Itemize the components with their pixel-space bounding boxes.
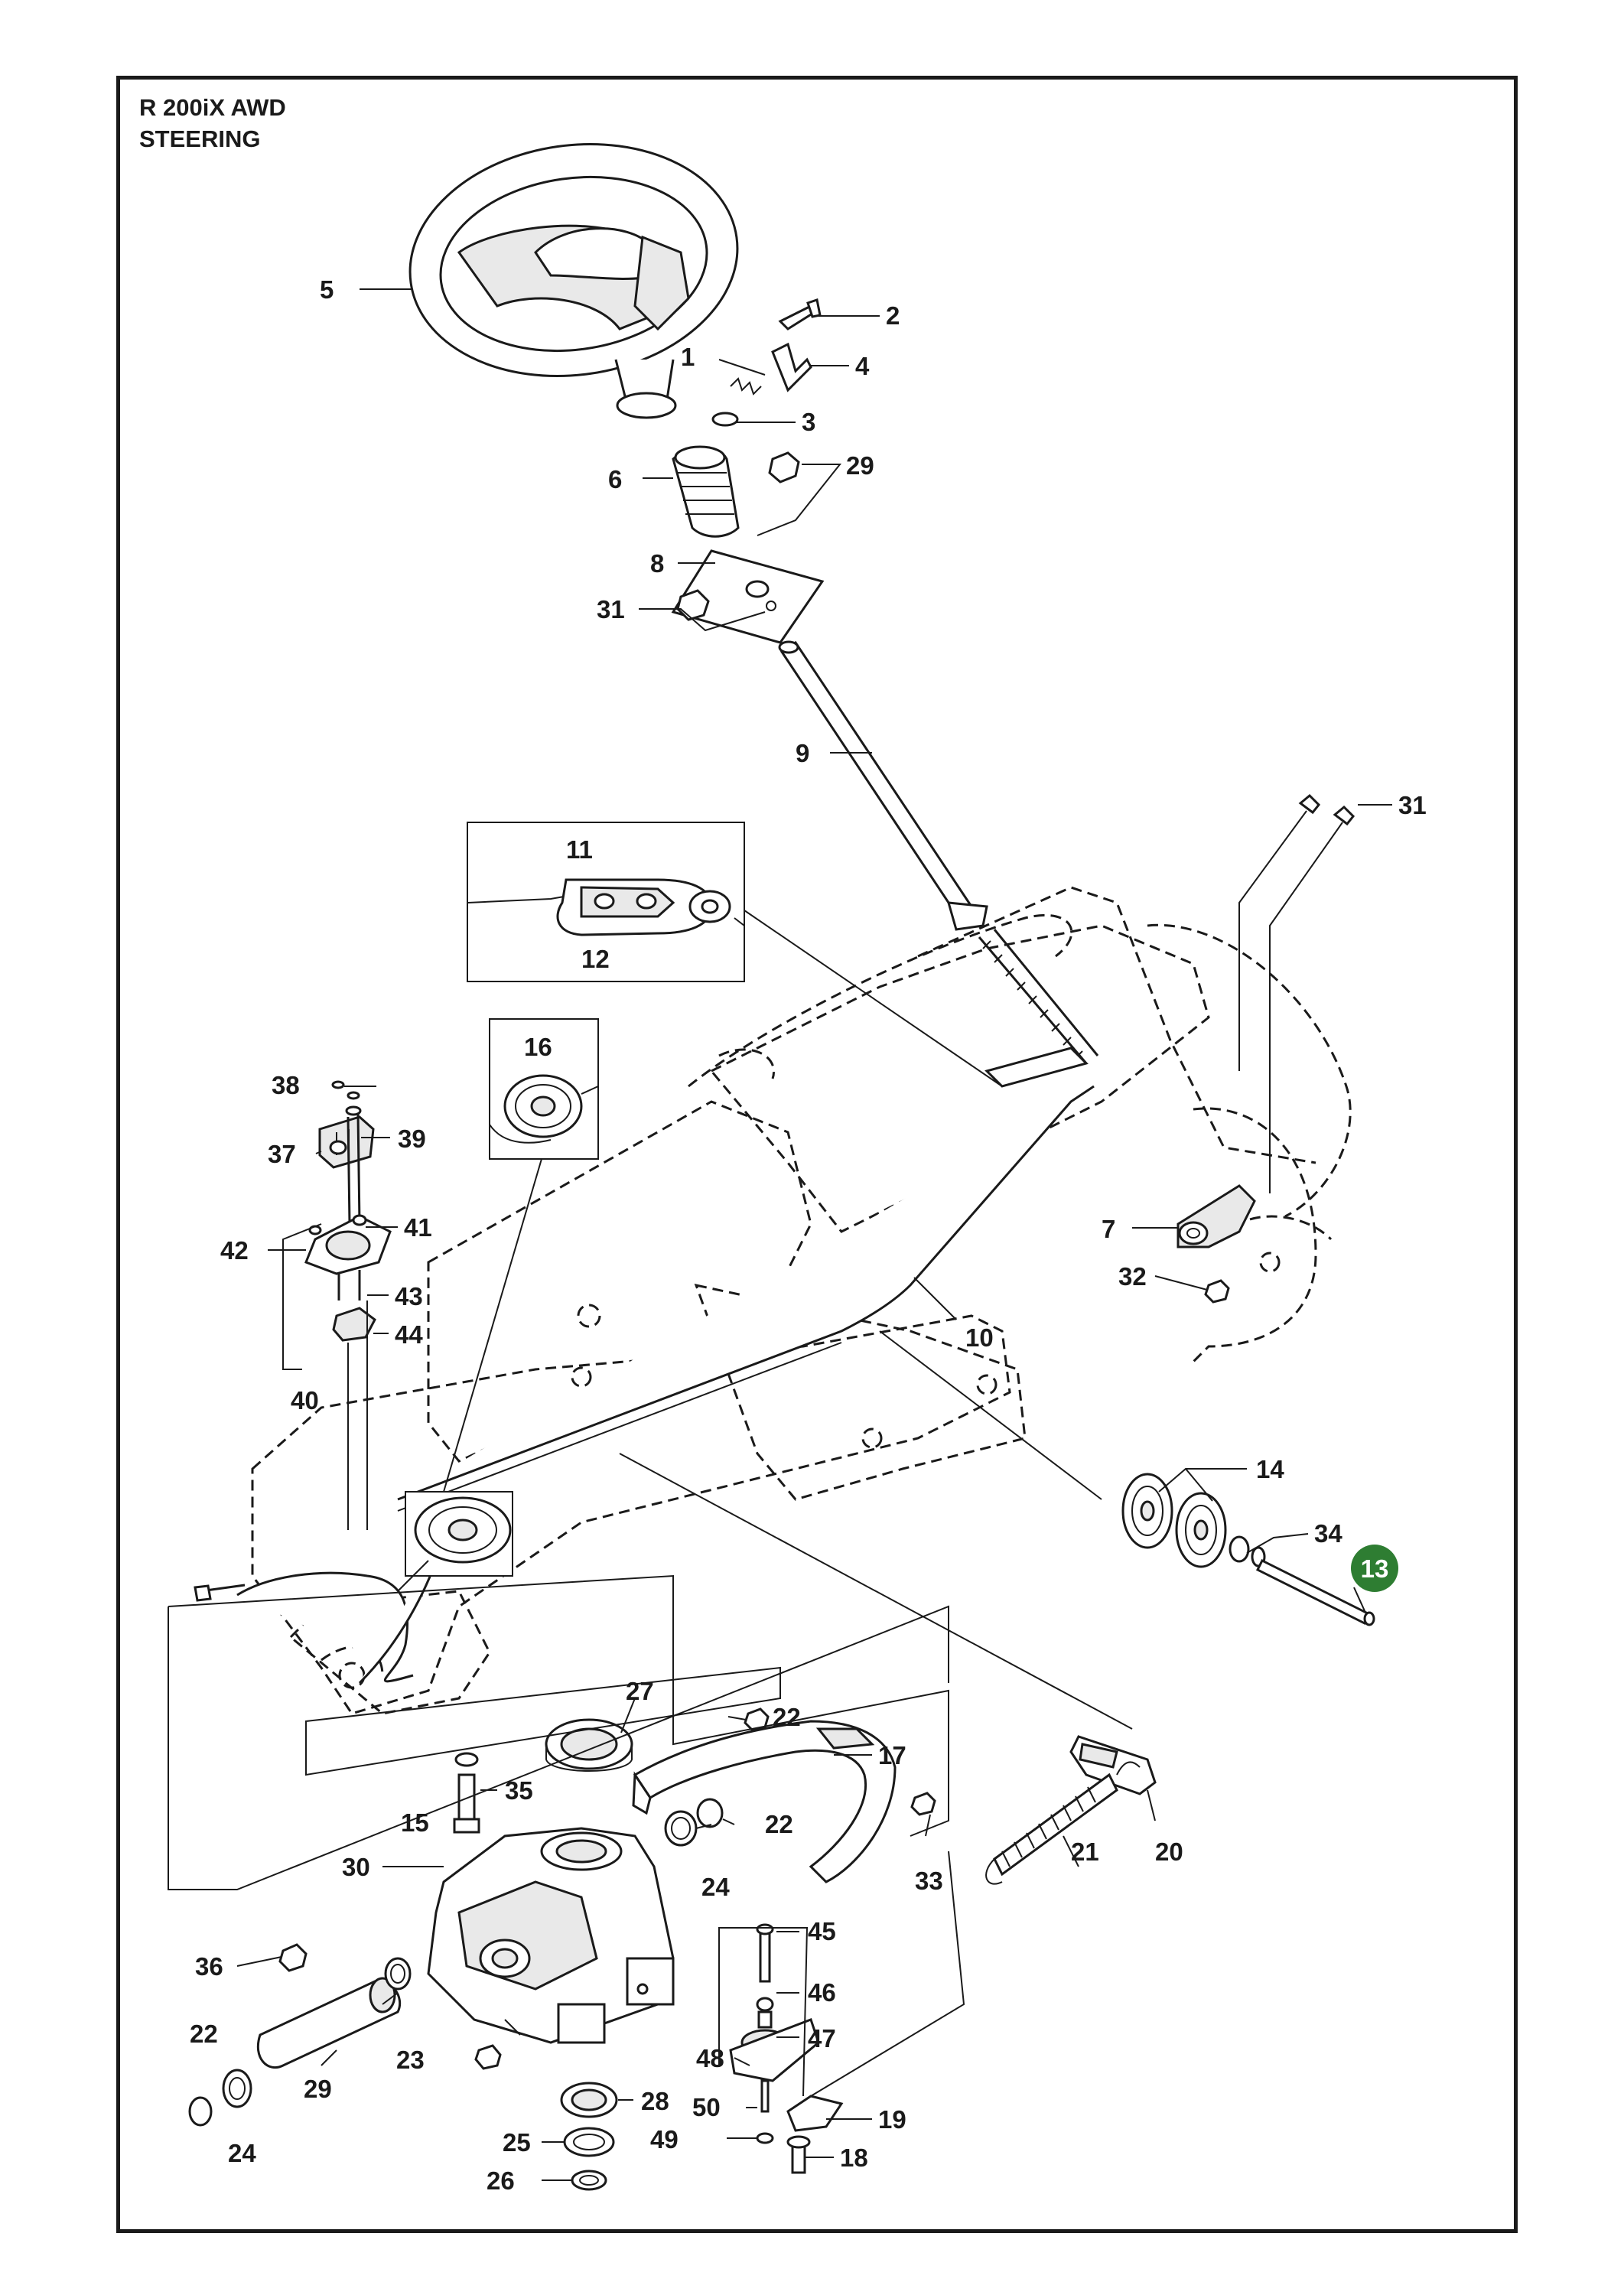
callout-5: 5 — [320, 275, 334, 304]
callout-15: 15 — [401, 1808, 429, 1837]
callout-33: 33 — [915, 1867, 943, 1895]
callout-29-lower: 29 — [304, 2075, 332, 2103]
callout-22-upper: 22 — [773, 1703, 801, 1731]
callout-27: 27 — [626, 1677, 654, 1705]
callout-3: 3 — [802, 408, 815, 436]
callout-28: 28 — [641, 2087, 669, 2115]
callout-7: 7 — [1102, 1215, 1115, 1243]
callout-16: 16 — [524, 1033, 552, 1061]
bracket-7 — [1177, 1184, 1256, 1304]
callout-49: 49 — [650, 2125, 679, 2153]
steering-cables — [194, 929, 1099, 1685]
callout-30: 30 — [342, 1853, 370, 1881]
diagram-frame — [116, 76, 1518, 2233]
leader-lines — [168, 288, 1392, 2181]
callout-25: 25 — [503, 2128, 531, 2157]
callout-22-mid: 22 — [765, 1810, 793, 1838]
inset-pulley — [489, 1018, 599, 1160]
callout-17: 17 — [878, 1741, 906, 1769]
callout-42: 42 — [220, 1236, 249, 1265]
callout-2: 2 — [886, 301, 900, 330]
sensor-assembly — [282, 1080, 392, 1530]
callout-37: 37 — [268, 1140, 296, 1168]
callout-23: 23 — [396, 2046, 425, 2074]
callout-48: 48 — [696, 2044, 724, 2072]
callout-29-top: 29 — [846, 451, 874, 480]
callout-8: 8 — [650, 549, 664, 578]
seal-27 — [545, 1718, 633, 1772]
callout-40: 40 — [291, 1386, 319, 1414]
bolts-31-top — [1238, 793, 1356, 1193]
callout-32: 32 — [1118, 1262, 1147, 1291]
callout-44: 44 — [395, 1320, 423, 1349]
shaft-29 — [188, 1957, 412, 2127]
callout-11: 11 — [566, 835, 593, 864]
callout-46: 46 — [808, 1978, 836, 2007]
callout-34: 34 — [1314, 1519, 1342, 1548]
callout-26: 26 — [487, 2166, 515, 2195]
steering-gear-housing — [427, 1827, 675, 2044]
section-name: STEERING — [139, 125, 261, 152]
callout-24-lower: 24 — [228, 2139, 256, 2167]
callout-10: 10 — [965, 1323, 994, 1352]
small-parts-45-50 — [729, 1923, 820, 2174]
pulleys-14-rod-13 — [1121, 1473, 1375, 1626]
highlighted-callout-13[interactable]: 13 — [1351, 1545, 1398, 1592]
bolt-35 — [453, 1752, 480, 1834]
model-name: R 200iX AWD — [139, 94, 286, 121]
frame-pulley — [397, 1491, 513, 1592]
spring-21-bracket-20 — [985, 1735, 1157, 1885]
steering-column — [671, 298, 988, 931]
seals-lower — [560, 2082, 618, 2191]
callout-9: 9 — [796, 739, 809, 767]
callout-43: 43 — [395, 1282, 423, 1310]
callout-31-plate: 31 — [597, 595, 625, 623]
bracket-19 — [786, 2095, 844, 2132]
callout-4: 4 — [855, 352, 870, 380]
callout-22-lower: 22 — [190, 2020, 218, 2048]
callout-38: 38 — [272, 1071, 300, 1099]
callout-45: 45 — [808, 1917, 836, 1945]
callout-14: 14 — [1256, 1455, 1284, 1483]
callout-50: 50 — [692, 2093, 721, 2121]
callout-41: 41 — [404, 1213, 432, 1242]
nut-33 — [910, 1792, 936, 1816]
callout-1: 1 — [681, 343, 695, 371]
highlight-badge — [1351, 1545, 1398, 1592]
callout-20: 20 — [1155, 1838, 1183, 1866]
steering-wheel — [408, 142, 739, 419]
diagram-title: R 200iX AWD STEERING — [139, 92, 286, 155]
callout-12: 12 — [581, 945, 610, 973]
bolt-lower — [474, 2044, 502, 2070]
callout-47: 47 — [808, 2024, 836, 2052]
nut-36 — [278, 1943, 308, 1972]
rings-top — [664, 1707, 770, 1847]
callout-18: 18 — [840, 2144, 868, 2172]
callout-35: 35 — [505, 1776, 533, 1805]
callout-31-frame: 31 — [1398, 791, 1427, 819]
sector-bracket-17 — [632, 1720, 897, 1883]
callout-6: 6 — [608, 465, 622, 493]
callout-21: 21 — [1071, 1838, 1099, 1866]
callout-24-mid: 24 — [701, 1873, 730, 1901]
callout-labels: 5 2 1 4 3 29 6 8 31 9 31 11 12 16 38 39 … — [190, 275, 1427, 2195]
inset-cable-end — [467, 822, 745, 982]
callout-19: 19 — [878, 2105, 906, 2134]
callout-39: 39 — [398, 1125, 426, 1153]
callout-36: 36 — [195, 1952, 223, 1981]
callout-13: 13 — [1361, 1554, 1389, 1583]
